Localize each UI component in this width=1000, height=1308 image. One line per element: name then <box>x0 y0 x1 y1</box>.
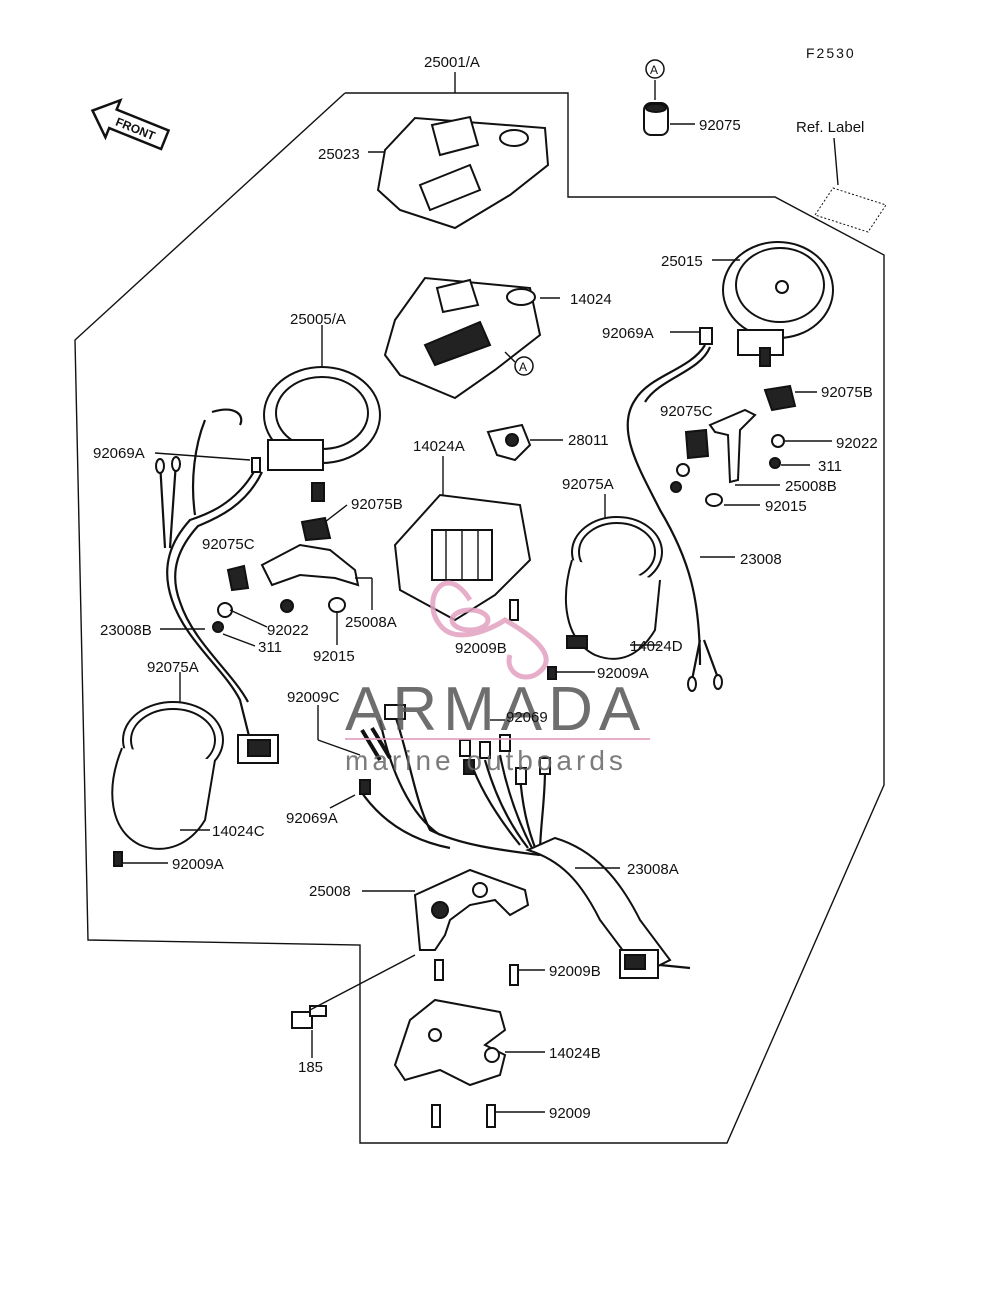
label-23008b: 23008B <box>100 622 152 639</box>
ref-label-sticker <box>814 137 887 233</box>
label-25023: 25023 <box>318 146 360 163</box>
upper-cover-25023 <box>368 115 550 230</box>
label-92069a-right: 92069A <box>602 325 654 342</box>
speedometer-25005a <box>263 325 381 502</box>
figure-code: F2530 <box>806 45 856 61</box>
ref-label-text: Ref. Label <box>796 119 864 136</box>
label-23008a: 23008A <box>627 861 679 878</box>
left-bracket-parts <box>212 504 373 647</box>
label-92015-left: 92015 <box>313 648 355 665</box>
label-92075a-right: 92075A <box>562 476 614 493</box>
label-25005a: 25005/A <box>290 311 346 328</box>
label-92075: 92075 <box>699 117 741 134</box>
part-labels: 25001/A 25023 92075 25015 14024 92069A 9… <box>93 54 878 1122</box>
label-92009b-bottom: 92009B <box>549 963 601 980</box>
label-92009a-left: 92009A <box>172 856 224 873</box>
meter-cup-14024c <box>111 672 224 867</box>
label-92022-left: 92022 <box>267 622 309 639</box>
label-14024a: 14024A <box>413 438 465 455</box>
grommet-92075 <box>643 80 695 136</box>
bolt-185 <box>291 954 416 1058</box>
label-311-left: 311 <box>258 639 282 656</box>
label-185: 185 <box>298 1059 323 1076</box>
label-92069a-left: 92069A <box>93 445 145 462</box>
label-23008: 23008 <box>740 551 782 568</box>
label-92069: 92069 <box>506 709 548 726</box>
left-harness-23008b <box>154 408 279 764</box>
socket-28011 <box>486 423 563 462</box>
label-14024c: 14024C <box>212 823 265 840</box>
label-92075c-left: 92075C <box>202 536 255 553</box>
watermark: ARMADA marine outboards <box>345 580 650 776</box>
right-bracket-parts <box>626 327 832 692</box>
bottom-cover-14024b <box>393 998 545 1128</box>
label-25008a: 25008A <box>345 614 397 631</box>
label-92075b-right: 92075B <box>821 384 873 401</box>
assembly-boundary <box>74 92 885 1144</box>
label-25015: 25015 <box>661 253 703 270</box>
lower-case-14024a <box>393 456 532 622</box>
callout-a-marker-cover: A <box>514 356 534 376</box>
main-harness-23008a <box>317 704 691 979</box>
label-14024b: 14024B <box>549 1045 601 1062</box>
label-28011: 28011 <box>568 432 609 449</box>
label-25001a: 25001/A <box>424 54 480 71</box>
label-92009b-center: 92009B <box>455 640 507 657</box>
meter-cover-14024 <box>383 276 560 400</box>
label-92022-right: 92022 <box>836 435 878 452</box>
label-92075b-left: 92075B <box>351 496 403 513</box>
label-92015-right: 92015 <box>765 498 807 515</box>
label-92009: 92009 <box>549 1105 591 1122</box>
meter-cup-14024d <box>547 494 663 680</box>
tachometer-25015 <box>712 241 834 367</box>
svg-text:A: A <box>519 360 527 374</box>
label-25008b: 25008B <box>785 478 837 495</box>
label-92009a-right: 92009A <box>597 665 649 682</box>
label-25008: 25008 <box>309 883 351 900</box>
bulb-sockets <box>359 704 551 795</box>
label-92075c-right: 92075C <box>660 403 713 420</box>
front-arrow: FRONT <box>90 98 171 151</box>
label-14024d: 14024D <box>630 638 683 655</box>
label-311-right: 311 <box>818 458 842 475</box>
label-92009c: 92009C <box>287 689 340 706</box>
watermark-brand: ARMADA <box>345 675 646 744</box>
label-92075a-left: 92075A <box>147 659 199 676</box>
watermark-tagline: marine outboards <box>345 745 627 776</box>
label-14024: 14024 <box>570 291 612 308</box>
callout-a-marker-top: A <box>645 59 665 79</box>
svg-text:A: A <box>650 63 658 77</box>
bracket-25008 <box>362 868 545 986</box>
label-92069a-bottom: 92069A <box>286 810 338 827</box>
